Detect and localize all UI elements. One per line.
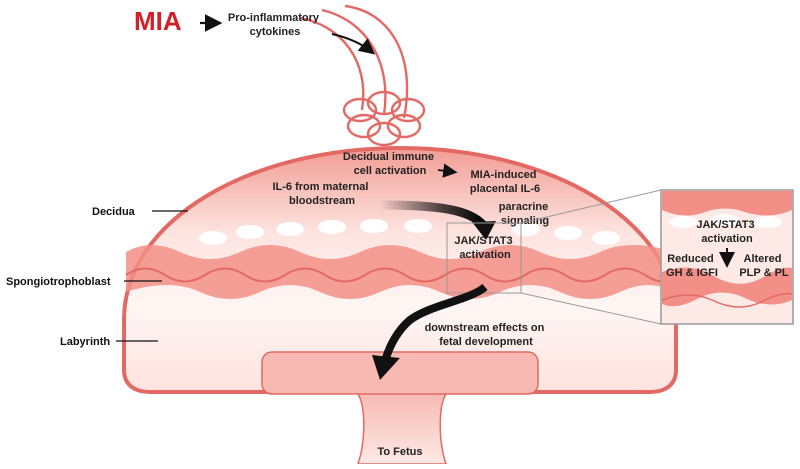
mia-title: MIA	[134, 6, 182, 36]
jak-stat-zoom-box	[446, 222, 522, 294]
decidual-activation-label: Decidual immune cell activation	[343, 151, 437, 177]
activation-arrow	[437, 163, 458, 178]
cytokines-label: Pro-inflammatory cytokines	[228, 12, 322, 38]
maternal-il6-label: IL-6 from maternal bloodstream	[272, 181, 371, 207]
decidua-label: Decidua	[92, 206, 136, 218]
downstream-arrow-shaft	[382, 283, 488, 360]
to-fetus-label: To Fetus	[377, 446, 422, 458]
il6-arrow-head	[472, 221, 496, 240]
zoom-line-top	[520, 189, 662, 224]
inset-altered-label: Altered PLP & PL	[739, 253, 789, 279]
downstream-label: downstream effects on fetal development	[425, 322, 548, 348]
placental-il6-label: MIA-induced placental IL-6	[470, 169, 540, 195]
cytokine-arrow	[331, 33, 376, 55]
jak-stat-label: JAK/STAT3 activation	[454, 235, 515, 261]
spongiotrophoblast-wave	[125, 267, 675, 283]
decidua-lacunae	[199, 219, 620, 245]
il6-arrow-shaft	[379, 200, 487, 229]
spongiotrophoblast-label: Spongiotrophoblast	[6, 276, 111, 288]
inset-reduced-label: Reduced GH & IGFI	[666, 253, 718, 279]
labyrinth-label: Labyrinth	[60, 336, 110, 348]
zoom-line-bottom	[520, 292, 662, 325]
downstream-arrow-head	[372, 355, 400, 380]
fetal-vessel-base	[261, 351, 539, 395]
inset-jak-stat-label: JAK/STAT3 activation	[696, 219, 757, 245]
paracrine-label: paracrine signaling	[499, 201, 552, 227]
inset-panel	[660, 189, 794, 325]
spiral-arteries	[299, 4, 426, 147]
